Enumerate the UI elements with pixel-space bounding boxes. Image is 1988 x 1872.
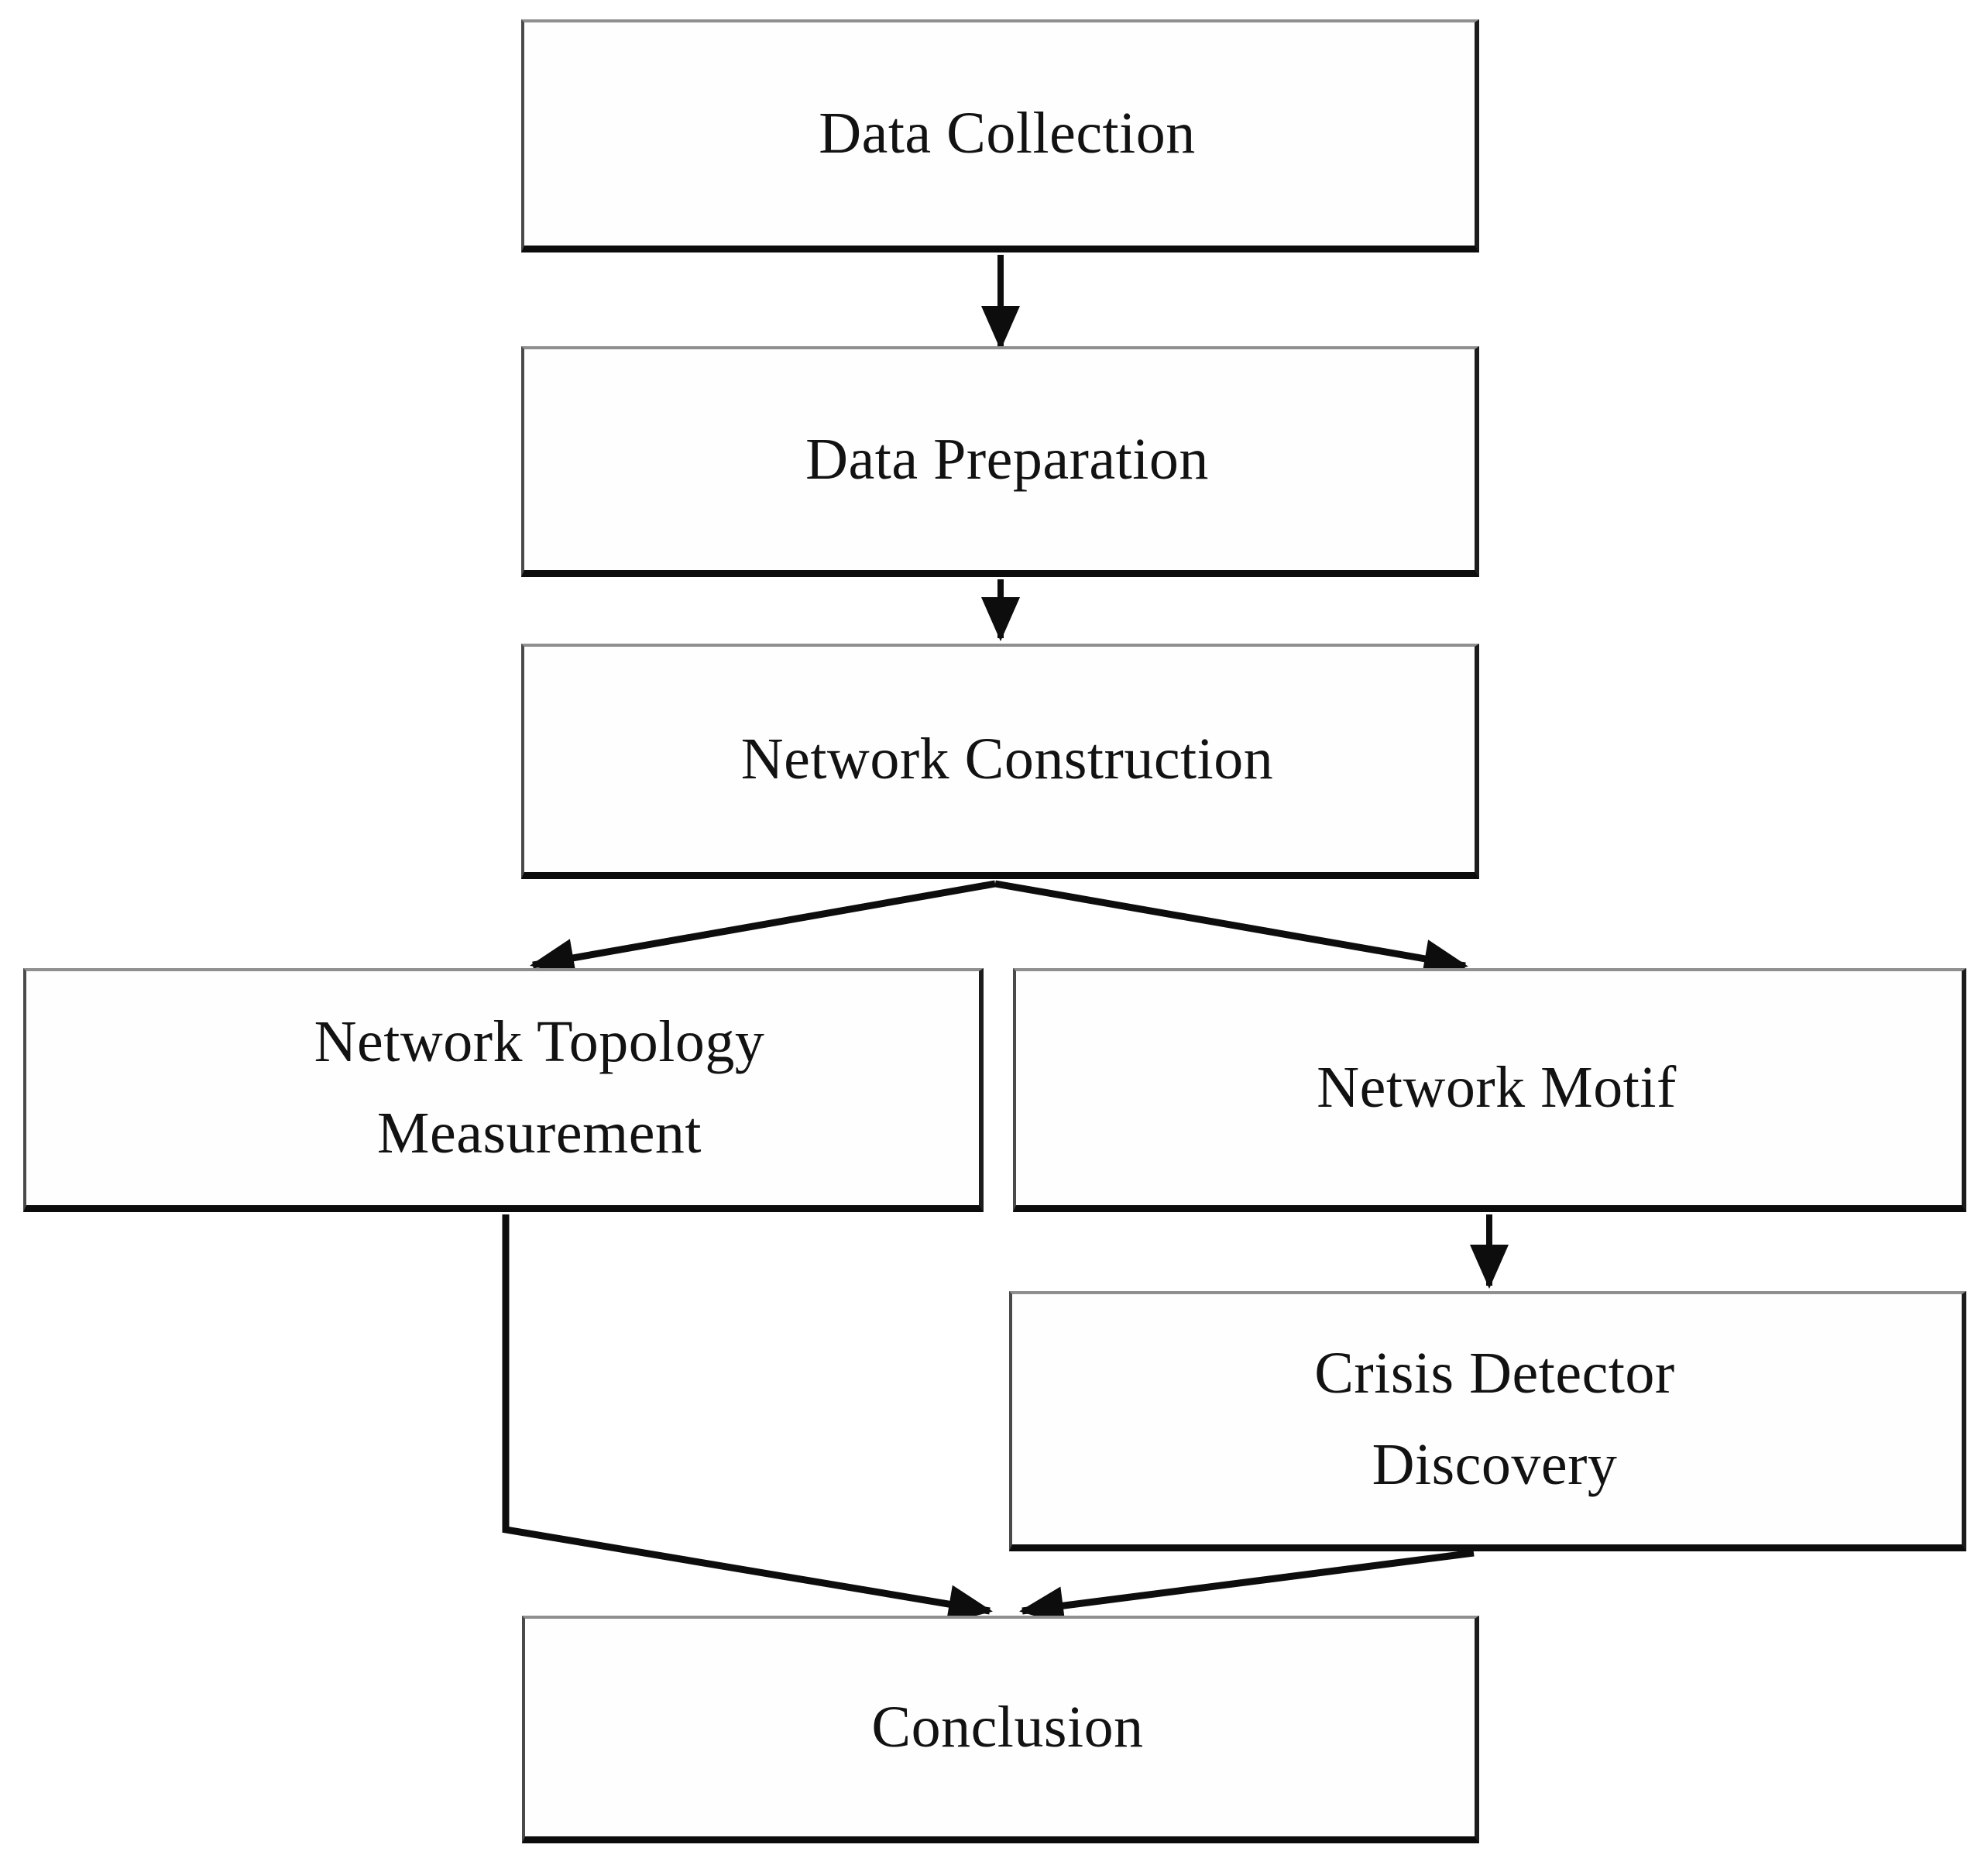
node-network-topology-measurement: Network Topology Measurement: [23, 968, 984, 1212]
edge-network-topology-measurement-to-conclusion: [502, 1214, 993, 1623]
node-network-motif: Network Motif: [1013, 968, 1966, 1212]
edge-crisis-detector-discovery-to-conclusion: [1019, 1549, 1475, 1626]
edge-network-construction-to-network-topology-measurement: [530, 880, 996, 977]
node-data-collection: Data Collection: [521, 19, 1479, 252]
node-network-construction: Network Construction: [521, 644, 1479, 879]
node-data-preparation: Data Preparation: [521, 346, 1479, 577]
node-crisis-detector-discovery: Crisis Detector Discovery: [1009, 1291, 1966, 1551]
edge-network-construction-to-network-motif: [994, 880, 1468, 978]
node-conclusion: Conclusion: [522, 1616, 1479, 1843]
